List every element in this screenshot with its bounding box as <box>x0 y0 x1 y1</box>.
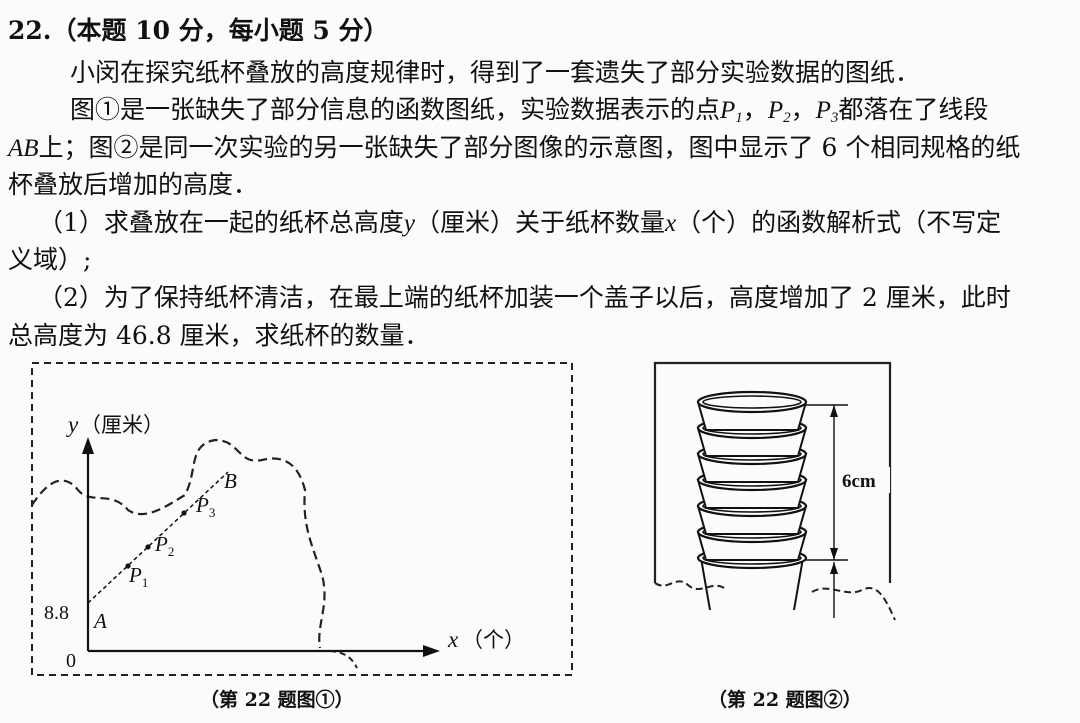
figure-1: y （厘米） x （个） 0 8.8 A B P3 P2 P1 <box>31 362 573 676</box>
problem-header: 22.（本题 10 分，每小题 5 分） <box>8 16 1080 46</box>
question-1: （1）求叠放在一起的纸杯总高度y（厘米）关于纸杯数量x（个）的函数解析式（不写定 <box>38 208 1002 237</box>
score-note: （本题 10 分，每小题 5 分） <box>51 16 389 45</box>
paragraph-4: 杯叠放后增加的高度． <box>8 170 259 199</box>
origin-label: 0 <box>66 650 76 672</box>
cup-stack <box>696 390 808 611</box>
point-p1 <box>125 563 131 569</box>
point-p2 <box>145 544 151 550</box>
point-a-label: A <box>92 609 107 633</box>
y-axis-var: y <box>66 412 79 437</box>
segment-ab-label: AB <box>8 135 39 162</box>
var-y: y <box>403 210 416 237</box>
point-p3 <box>181 510 187 516</box>
y-intercept-label: 8.8 <box>44 602 69 624</box>
y-axis-unit: （厘米） <box>80 413 164 437</box>
question-2: （2）为了保持纸杯清洁，在最上端的纸杯加装一个盖子以后，高度增加了 2 厘米，此… <box>38 283 1011 312</box>
cup-rim <box>696 390 808 414</box>
paragraph-3: AB上；图②是同一次实验的另一张缺失了部分图像的示意图，图中显示了 6 个相同规… <box>8 133 1021 162</box>
point-p2-label: P2 <box>767 97 791 126</box>
point-p3-label: P3 <box>815 97 839 126</box>
point-p1-label: P1 <box>720 97 743 126</box>
cup-rim-inner <box>702 395 802 409</box>
problem-number: 22. <box>8 16 52 45</box>
paragraph-2: 图①是一张缺失了部分信息的函数图纸，实验数据表示的点P1，P2，P3都落在了线段 <box>70 95 989 126</box>
var-x: x <box>665 210 677 237</box>
height-label: 6cm <box>842 471 876 492</box>
segment-ab <box>87 471 229 604</box>
x-axis-var: x <box>447 627 459 652</box>
figure-1-caption: （第 22 题图①） <box>200 689 354 711</box>
paragraph-2-text: 图①是一张缺失了部分信息的函数图纸，实验数据表示的点 <box>70 95 721 124</box>
question-2-cont: 总高度为 46.8 厘米，求纸杯的数量． <box>8 321 430 350</box>
figure-2: 6cm <box>653 361 896 621</box>
figure-1-dashed-border <box>31 362 573 676</box>
point-p3-label-fig: P3 <box>195 493 215 520</box>
point-p2-label-fig: P2 <box>154 532 174 559</box>
point-p1-label-fig: P1 <box>128 563 148 590</box>
point-b-label: B <box>224 469 237 493</box>
paragraph-2-tail: 都落在了线段 <box>838 95 989 124</box>
cup-body-bottom <box>700 557 804 611</box>
figure-1-torn-edge <box>31 438 326 649</box>
y-axis-arrow <box>82 437 94 454</box>
question-1-cont: 义域）; <box>8 245 92 274</box>
paragraph-1: 小闵在探究纸杯叠放的高度规律时，得到了一套遗失了部分实验数据的图纸． <box>70 58 921 87</box>
x-axis-unit: （个） <box>462 628 525 652</box>
x-axis-arrow <box>423 645 440 657</box>
figure-2-caption: （第 22 题图②） <box>708 689 862 711</box>
